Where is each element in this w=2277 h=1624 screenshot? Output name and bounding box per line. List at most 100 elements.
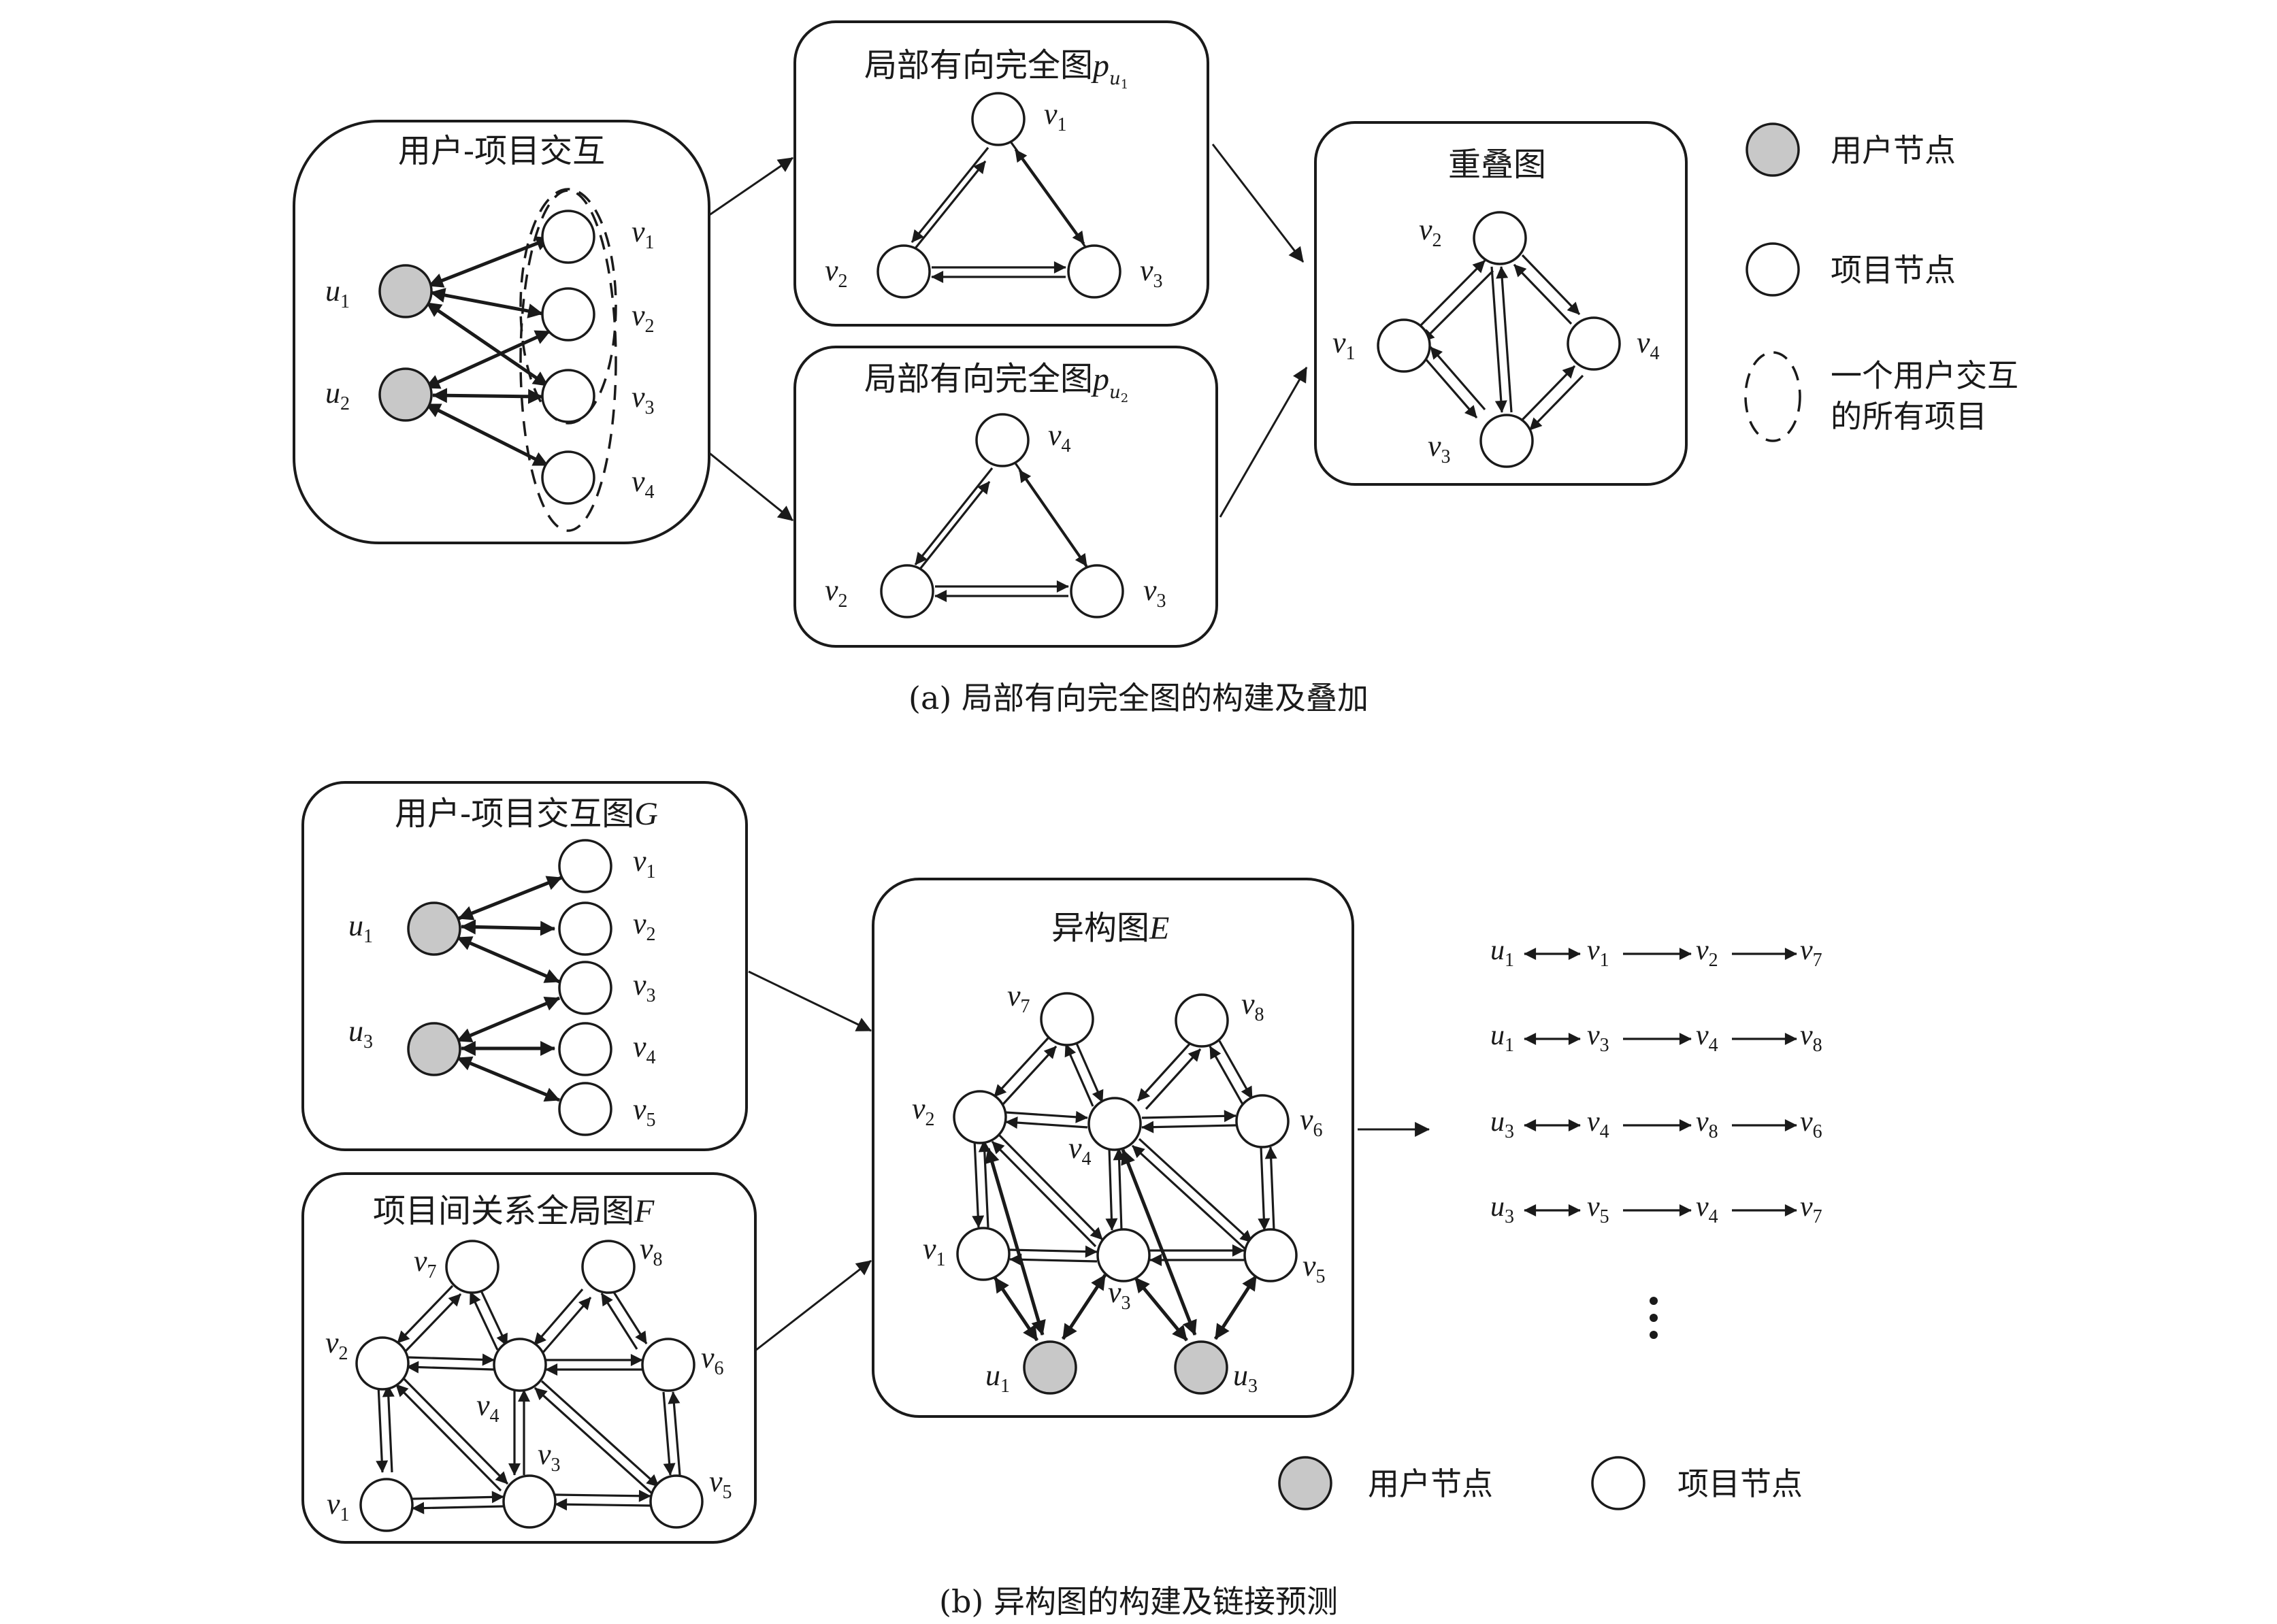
legend-user-node (1278, 1456, 1332, 1510)
legend-user-label: 用户节点 (1368, 1465, 1493, 1502)
panel-local-graph-u1: 局部有向完全图pu1 v1 v2 v3 (793, 20, 1209, 327)
node-label: v4 (476, 1389, 499, 1427)
node-label: u2 (325, 376, 350, 414)
panel-title: 重叠图 (1448, 146, 1546, 184)
flow-arrow (755, 1259, 872, 1352)
item-node-v1 (971, 92, 1026, 146)
item-node-v1 (359, 1478, 414, 1532)
panel-title: 局部有向完全图pu2 (864, 360, 1128, 405)
sequence-token: v8 (1696, 1106, 1718, 1142)
item-node-v5 (1243, 1228, 1298, 1282)
node-label: v5 (709, 1465, 732, 1503)
legend-oval-label-1: 一个用户交互 (1831, 357, 2018, 394)
user-node-u1 (407, 901, 461, 956)
panel-interaction-graph-g: 用户-项目交互图G u1 u3 v1 v2 v3 v4 v5 (301, 781, 748, 1151)
sequence-token: v2 (1696, 935, 1718, 971)
panel-local-graph-u2: 局部有向完全图pu2 v4 v2 v3 (793, 346, 1218, 648)
sequence-token: u1 (1490, 935, 1514, 971)
item-node-v1 (558, 839, 612, 893)
item-node-v2 (1473, 211, 1527, 265)
sequence-ellipsis (1650, 1297, 1658, 1339)
item-node-v3 (502, 1474, 557, 1529)
hetero-graph-edges (972, 1037, 1277, 1342)
item-node-v3 (1479, 414, 1534, 468)
caption-b: (b) 异构图的构建及链接预测 (939, 1583, 1338, 1620)
legend-item-label: 项目节点 (1677, 1465, 1803, 1502)
legend-oval-label-2: 的所有项目 (1831, 398, 1987, 435)
sequence-token: v8 (1800, 1020, 1822, 1056)
legend-user-label: 用户节点 (1831, 132, 1956, 169)
legend-item-label: 项目节点 (1831, 252, 1956, 288)
panel-title: 局部有向完全图pu1 (864, 46, 1128, 92)
panel-box (1314, 121, 1688, 486)
sequence-token: u3 (1490, 1106, 1514, 1142)
sequence-token: v7 (1800, 1191, 1822, 1227)
item-node-v3 (1067, 244, 1121, 299)
sequence-token: u1 (1490, 1020, 1514, 1056)
user-node-u1 (378, 264, 433, 318)
sequence-token: v1 (1587, 935, 1609, 971)
item-node-v1 (541, 210, 595, 264)
panel-title: 异构图E (1051, 909, 1169, 947)
item-node-v3 (541, 369, 595, 423)
sequence-row-3: u3 v4 v8 v6 (1490, 1106, 1822, 1142)
panel-overlap-graph: 重叠图 v2 v1 v4 v3 (1314, 121, 1688, 486)
caption-a: (a) 局部有向完全图的构建及叠加 (908, 680, 1369, 716)
overlap-edges (1413, 254, 1584, 431)
panel-title: 项目间关系全局图F (373, 1192, 655, 1230)
item-node-v6 (641, 1338, 695, 1392)
sequence-token: v7 (1800, 935, 1822, 971)
legend-user-node (1746, 122, 1800, 177)
panel-hetero-graph-e: 异构图E (872, 878, 1354, 1418)
user-node-u3 (1174, 1340, 1228, 1395)
sequence-row-2: u1 v3 v4 v8 (1490, 1020, 1822, 1056)
item-node-v2 (541, 287, 595, 342)
flow-arrow (748, 970, 872, 1032)
legend-b: 用户节点 项目节点 (1278, 1456, 1803, 1510)
panel-title: 用户-项目交互图G (395, 795, 658, 833)
link-prediction-sequences: u1 v1 v2 v7 u1 v3 v4 v8 u3 v4 v8 v6 (1490, 935, 1822, 1339)
flow-arrow (1219, 367, 1308, 518)
interaction-edges (456, 876, 563, 1102)
item-node-v7 (1040, 992, 1094, 1046)
item-node-v4 (975, 413, 1030, 467)
legend-a: 用户节点 项目节点 一个用户交互 的所有项目 (1744, 122, 2018, 442)
flow-arrows-b (748, 970, 1430, 1352)
item-node-v2 (558, 901, 612, 956)
sequence-token: v5 (1587, 1191, 1609, 1227)
item-node-v8 (581, 1240, 636, 1294)
sequence-row-4: u3 v5 v4 v7 (1490, 1191, 1822, 1227)
node-label: v2 (1419, 213, 1442, 251)
sequence-token: u3 (1490, 1191, 1514, 1227)
item-node-v2 (877, 244, 931, 299)
local-graph-edges (908, 138, 1092, 283)
item-node-v5 (558, 1082, 612, 1136)
item-node-v2 (880, 564, 934, 618)
item-node-v3 (1096, 1228, 1151, 1282)
interaction-edges (424, 236, 552, 467)
item-node-v5 (649, 1474, 704, 1529)
user-node-u2 (378, 367, 433, 422)
sequence-token: v4 (1696, 1191, 1718, 1227)
item-node-v4 (541, 450, 595, 505)
item-node-v2 (953, 1090, 1007, 1144)
item-node-v4 (493, 1338, 547, 1392)
panel-title: 用户-项目交互 (398, 132, 605, 170)
item-node-v1 (956, 1227, 1011, 1281)
item-node-v1 (1377, 318, 1431, 373)
legend-item-node (1591, 1456, 1645, 1510)
item-node-v4 (1087, 1097, 1142, 1151)
item-node-v2 (355, 1336, 410, 1391)
item-node-v4 (1567, 316, 1621, 371)
global-graph-edges (376, 1285, 681, 1514)
legend-item-node (1746, 242, 1800, 297)
node-label: v1 (1044, 97, 1067, 135)
item-node-v4 (558, 1022, 612, 1076)
panel-global-graph-f: 项目间关系全局图F (301, 1172, 757, 1544)
node-label: v1 (1332, 326, 1356, 364)
sequence-token: v4 (1587, 1106, 1609, 1142)
item-node-v3 (1070, 564, 1124, 618)
node-label: v5 (633, 1093, 656, 1131)
sequence-row-1: u1 v1 v2 v7 (1490, 935, 1822, 971)
sequence-token: v3 (1587, 1020, 1609, 1056)
